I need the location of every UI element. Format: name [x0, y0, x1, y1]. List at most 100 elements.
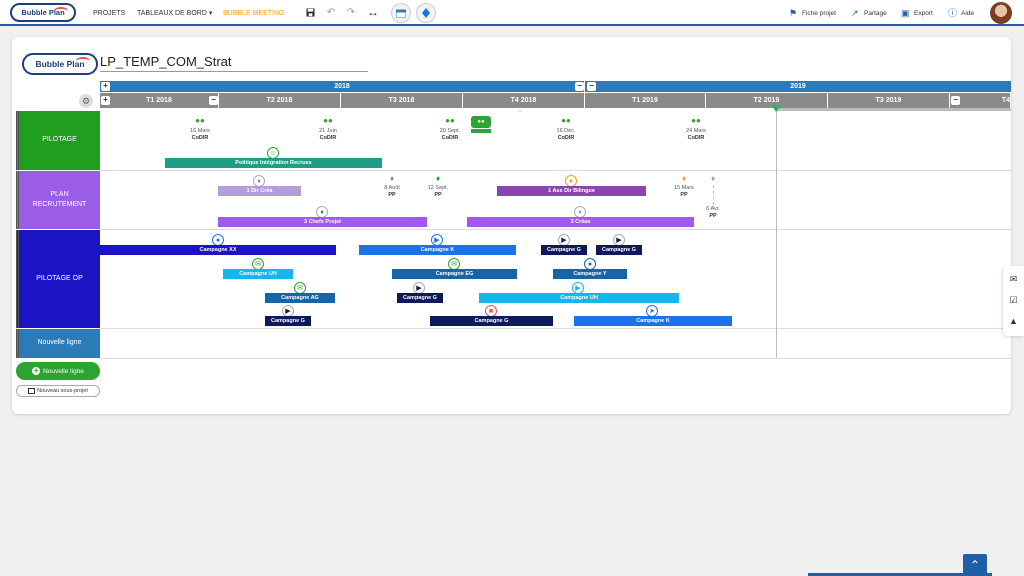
quarter-t1-2018[interactable]: T1 2018 — [100, 93, 219, 108]
nav-projets[interactable]: PROJETS — [93, 9, 126, 17]
new-subproject-button[interactable]: Nouveau sous-projet — [16, 385, 100, 397]
task-bar-campagne-g[interactable]: Campagne G — [430, 316, 553, 326]
avatar[interactable] — [990, 2, 1012, 24]
app-logo[interactable]: Bubble Plan — [10, 3, 76, 22]
year-2019[interactable]: 2019 — [585, 81, 1011, 92]
task-bar-dir-crea[interactable]: 1 Dir Créa — [218, 186, 301, 196]
task-bar-campagne-y[interactable]: Campagne Y — [553, 269, 627, 279]
quarter-t1-2019[interactable]: T1 2019 — [585, 93, 706, 108]
year-2018[interactable]: 2018 — [100, 81, 584, 92]
year-collapse-button-2018[interactable]: − — [575, 82, 584, 91]
project-title[interactable]: LP_TEMP_COM_Strat — [100, 54, 232, 69]
quarter-label: T4 2018 — [510, 97, 537, 104]
quarter-expand-button[interactable]: + — [101, 96, 110, 105]
bell-icon[interactable]: ▲ — [1009, 316, 1018, 326]
group-icon[interactable]: ●● — [445, 116, 455, 125]
task-bar-campagne-g[interactable]: Campagne G — [596, 245, 642, 255]
diamond-icon[interactable]: ♦ — [565, 175, 577, 187]
partage-button[interactable]: ↗ Partage — [851, 0, 887, 26]
row-label-plan-recrutement[interactable]: PLAN RECRUTEMENT — [16, 171, 100, 229]
timeline-scrollbar[interactable] — [776, 108, 1011, 111]
app-logo-text: Bubble Plan — [21, 8, 65, 17]
task-bar-campagne-uh[interactable]: Campagne UH — [223, 269, 293, 279]
group-icon[interactable]: ●● — [691, 116, 701, 125]
today-line — [776, 111, 777, 358]
task-bar-campagne-k[interactable]: Campagne K — [574, 316, 732, 326]
diamond-icon[interactable]: ♦ — [574, 206, 586, 218]
task-bar-campagne-g[interactable]: Campagne G — [265, 316, 311, 326]
task-bar-politique-integration[interactable]: Politique Intégration Recrues — [165, 158, 382, 168]
task-bar-campagne-g[interactable]: Campagne G — [541, 245, 587, 255]
year-collapse-button-2019[interactable]: − — [587, 82, 596, 91]
undo-icon[interactable]: ↶ — [326, 6, 336, 18]
diamond-icon[interactable]: ♦ — [710, 174, 716, 183]
diamond-icon[interactable]: ♦ — [681, 174, 687, 183]
expand-horizontal-icon[interactable]: ↔ — [367, 5, 379, 19]
user-icon[interactable]: ● — [584, 258, 596, 270]
scroll-up-button[interactable]: ⌃ — [963, 554, 987, 576]
quarter-collapse-button[interactable]: − — [951, 96, 960, 105]
group-icon[interactable]: ●● — [195, 116, 205, 125]
task-bar-campagne-uh[interactable]: Campagne UH — [479, 293, 679, 303]
fiche-projet-button[interactable]: ⚑ Fiche projet — [789, 0, 836, 26]
export-button[interactable]: ▣ Export — [901, 0, 933, 26]
group-icon-selected[interactable]: ●● — [471, 116, 491, 128]
checkbox-icon[interactable]: ☑ — [1009, 295, 1018, 305]
diamond-icon[interactable]: ♦ — [389, 174, 395, 183]
settings-gear-icon[interactable]: ⚙ — [79, 94, 93, 108]
milestone-pp[interactable]: 12 Sept.PP — [428, 185, 449, 200]
fiche-projet-label: Fiche projet — [802, 9, 836, 17]
redo-icon[interactable]: ↷ — [346, 6, 356, 18]
diamond-icon[interactable]: ♦ — [435, 174, 441, 183]
quarter-t3-2018[interactable]: T3 2018 — [341, 93, 463, 108]
quarter-t4-2019[interactable]: T4 — [950, 93, 1011, 108]
quarter-collapse-button[interactable]: − — [209, 96, 218, 105]
lock-icon[interactable]: ■ — [485, 305, 497, 317]
row-label-pilotage-op[interactable]: PILOTAGE OP — [16, 230, 100, 328]
year-expand-button[interactable]: + — [101, 82, 110, 91]
task-bar-campagne-xx[interactable]: Campagne XX — [100, 245, 336, 255]
save-icon[interactable] — [303, 5, 317, 19]
quarter-t2-2018[interactable]: T2 2018 — [219, 93, 341, 108]
task-bar-campagne-g[interactable]: Campagne G — [397, 293, 443, 303]
milestone-date: 16 Mars — [190, 128, 210, 134]
milestone-diamond-icon — [422, 8, 430, 18]
smile-icon[interactable]: ☺ — [267, 147, 279, 159]
milestone-date: 16 Déc. — [556, 128, 576, 134]
row-label-pilotage[interactable]: PILOTAGE — [16, 111, 100, 170]
group-icon[interactable]: ●● — [323, 116, 333, 125]
task-bar-creas[interactable]: 3 Créas — [467, 217, 694, 227]
megaphone-icon[interactable]: ▶ — [613, 234, 625, 246]
row-label-nouvelle-ligne[interactable]: Nouvelle ligne — [16, 329, 100, 358]
new-line-button[interactable]: + Nouvelle ligne — [16, 362, 100, 380]
bottom-panel-handle[interactable] — [808, 573, 992, 576]
milestone-button[interactable] — [416, 3, 436, 23]
task-bar-campagne-eg[interactable]: Campagne EG — [392, 269, 517, 279]
aide-button[interactable]: ⓘ Aide — [948, 0, 974, 26]
task-bar-campagne-ag[interactable]: Campagne AG — [265, 293, 335, 303]
year-2019-label: 2019 — [790, 83, 806, 90]
milestone-codir[interactable]: 16 Déc.CoDIR — [557, 128, 576, 143]
task-bar-ass-dir-bilingue[interactable]: 1 Ass Dir Bilingue — [497, 186, 646, 196]
calendar-button[interactable] — [391, 3, 411, 23]
milestone-date: 6 Avr. — [706, 206, 720, 212]
comments-icon[interactable]: ✉ — [1009, 274, 1018, 284]
quarter-label: T2 2018 — [266, 97, 293, 104]
nav-bubble-meeting[interactable]: BUBBLE MEETING — [223, 9, 285, 17]
quarter-label: T2 2019 — [753, 97, 780, 104]
quarter-t3-2019[interactable]: T3 2019 — [828, 93, 950, 108]
quarter-t2-2019[interactable]: T2 2019 — [706, 93, 828, 108]
scroll-handle[interactable]: ↔ — [517, 108, 523, 114]
milestone-pp[interactable]: 6 Avr.PP — [706, 206, 720, 221]
task-bar-campagne-k[interactable]: Campagne K — [359, 245, 516, 255]
group-icon[interactable]: ●● — [561, 116, 571, 125]
task-bar-chefs-projet[interactable]: 3 Chefs Projet — [218, 217, 427, 227]
milestone-codir[interactable]: 20 Sept.CoDIR — [440, 128, 461, 143]
quarter-t4-2018[interactable]: T4 2018 — [463, 93, 585, 108]
nav-tableaux-de-bord[interactable]: TABLEAUX DE BORD ▾ — [137, 10, 213, 17]
